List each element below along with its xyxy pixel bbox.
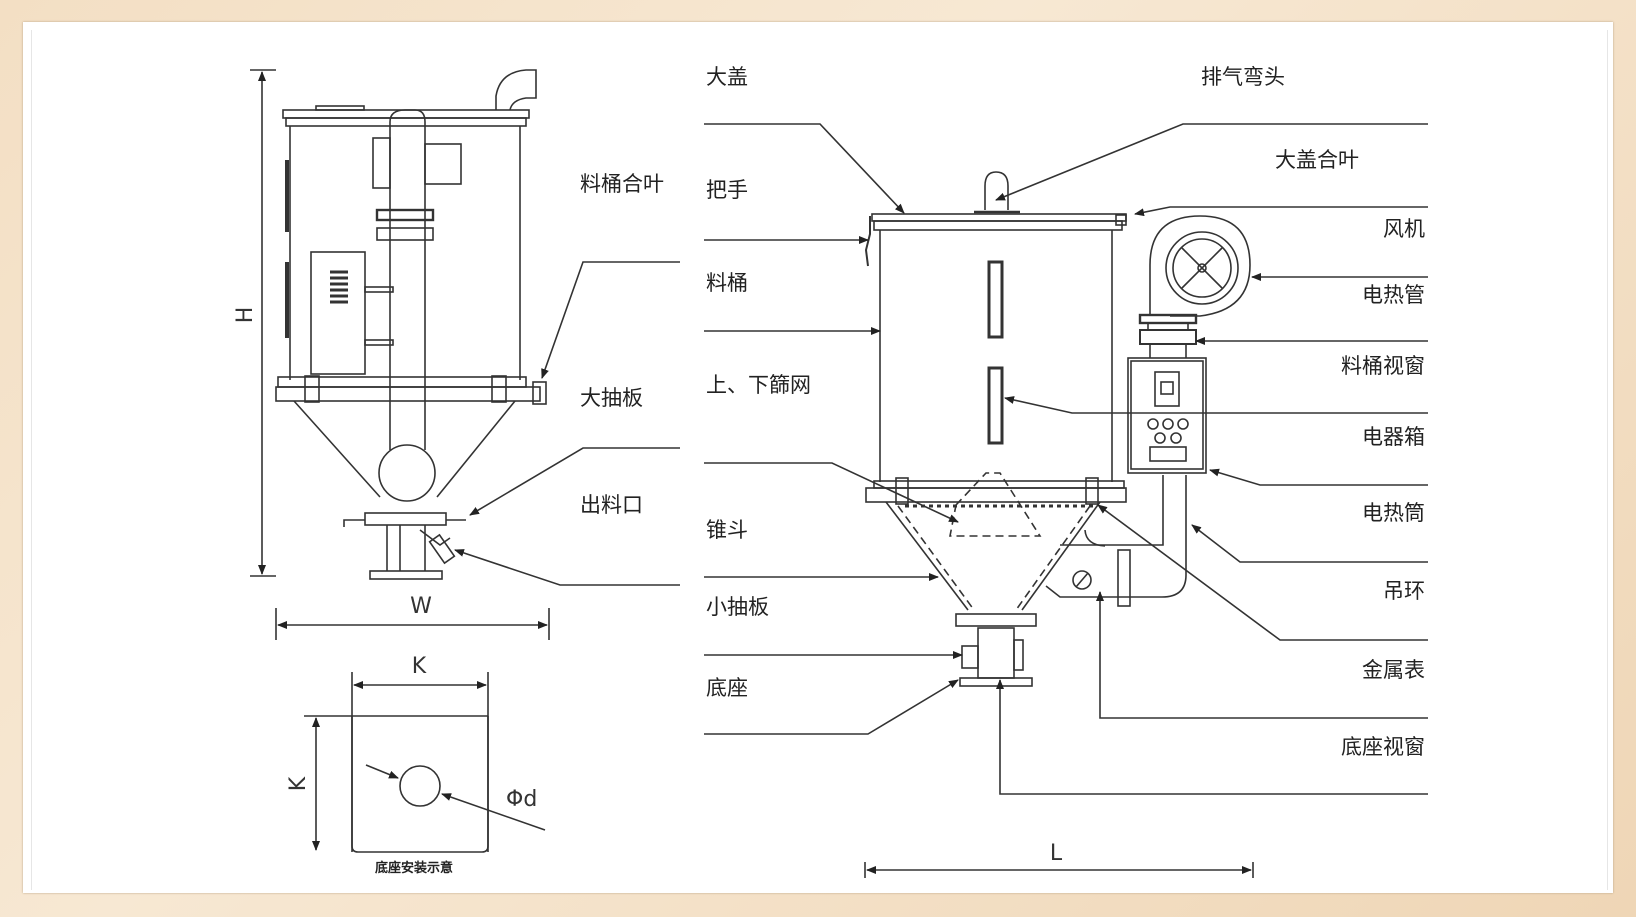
label-exhaust-elbow: 排气弯头 bbox=[1201, 65, 1285, 89]
electrical-box bbox=[1127, 357, 1207, 474]
leader-discharge-outlet bbox=[454, 549, 680, 586]
label-discharge-outlet: 出料口 bbox=[580, 493, 643, 517]
hopper-sight-window-lower bbox=[987, 366, 1004, 445]
lifting-ring bbox=[984, 171, 1009, 210]
base-plate-detail bbox=[304, 672, 546, 853]
label-small-slide-plate: 小抽板 bbox=[706, 595, 769, 619]
mount-hole bbox=[399, 765, 441, 807]
label-cone: 锥斗 bbox=[706, 518, 748, 542]
heater-flange bbox=[1138, 313, 1198, 325]
right-leaders bbox=[995, 123, 1428, 795]
front-view bbox=[864, 171, 1251, 687]
base-plate-caption: 底座安装示意 bbox=[375, 860, 453, 876]
label-fan: 风机 bbox=[1383, 217, 1425, 241]
heating-cylinder bbox=[1045, 475, 1187, 598]
base-k-vertical-label: K bbox=[286, 776, 311, 791]
height-dimension bbox=[250, 69, 276, 577]
leader-hopper-hinge bbox=[541, 261, 680, 379]
label-hopper-hinge: 料桶合叶 bbox=[580, 172, 664, 196]
label-handle: 把手 bbox=[706, 178, 748, 202]
height-label: H bbox=[233, 307, 258, 324]
label-large-lid: 大盖 bbox=[706, 65, 748, 89]
exhaust-elbow bbox=[495, 69, 537, 111]
panel-inner-rule bbox=[31, 30, 1608, 890]
length-label: L bbox=[1050, 841, 1063, 866]
width-label: W bbox=[410, 594, 432, 619]
side-electrical-box bbox=[310, 251, 366, 375]
central-pipe bbox=[389, 109, 426, 450]
label-lid-hinge: 大盖合叶 bbox=[1275, 148, 1359, 172]
fan-housing bbox=[1149, 215, 1251, 317]
label-electrical-box: 电器箱 bbox=[1362, 425, 1425, 449]
front-lid bbox=[871, 213, 1127, 222]
length-dimension bbox=[864, 862, 1254, 878]
label-base: 底座 bbox=[706, 676, 748, 700]
label-base-sight-window: 底座视窗 bbox=[1341, 735, 1425, 759]
label-lifting-ring: 吊环 bbox=[1383, 579, 1425, 603]
base-k-horizontal-label: K bbox=[412, 654, 427, 679]
label-hopper-sight-window: 料桶视窗 bbox=[1341, 354, 1425, 378]
label-metal-gauge: 金属表 bbox=[1362, 658, 1425, 682]
leader-large-slide-plate bbox=[469, 447, 680, 516]
label-hopper: 料桶 bbox=[706, 271, 748, 295]
side-flange bbox=[277, 376, 527, 388]
label-heating-cylinder: 电热筒 bbox=[1362, 501, 1425, 525]
side-lid bbox=[282, 109, 530, 119]
discharge-spout bbox=[419, 529, 451, 546]
side-view: H bbox=[233, 69, 680, 640]
label-upper-lower-screen: 上、下篩网 bbox=[706, 373, 811, 397]
width-dimension bbox=[275, 608, 550, 640]
metal-gauge bbox=[1072, 570, 1092, 590]
hopper-sight-window-upper bbox=[987, 260, 1004, 339]
label-large-slide-plate: 大抽板 bbox=[580, 386, 643, 410]
hole-diameter-label: Φd bbox=[506, 787, 537, 812]
left-leaders bbox=[704, 123, 963, 735]
label-heating-tube: 电热管 bbox=[1362, 283, 1425, 307]
